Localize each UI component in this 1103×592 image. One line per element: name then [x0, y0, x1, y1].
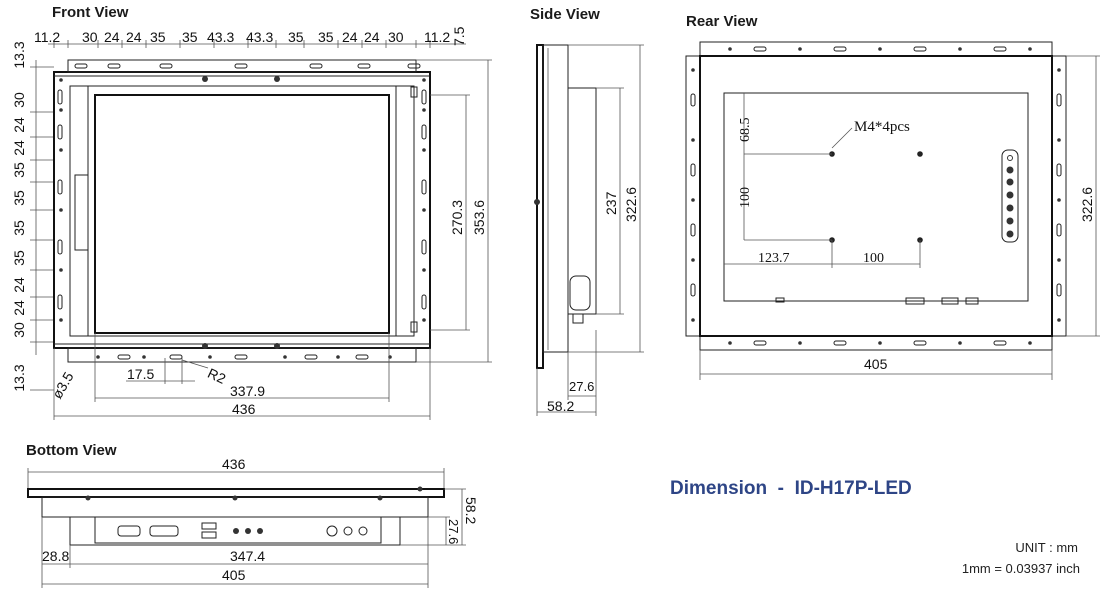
side-vent: [569, 275, 591, 311]
bottom-io-panel: [94, 516, 382, 544]
rear-left-offset: 123.7: [758, 251, 790, 266]
rear-bottom-flange: [699, 335, 1053, 351]
rear-left-flange: [685, 55, 701, 337]
rear-mounting-slots: [690, 46, 1062, 346]
front-height-outer: 353.6: [471, 200, 487, 235]
front-mounting-slots: [57, 63, 427, 360]
rear-right-flange: [1051, 55, 1067, 337]
bottom-width-outer: 436: [222, 456, 246, 472]
rear-cover: [723, 92, 1029, 302]
front-width-inner: 337.9: [230, 383, 265, 399]
side-rear-box: [567, 87, 597, 315]
front-top-dim-13: 11.2: [424, 29, 450, 45]
front-top-dim-1: 30: [82, 29, 98, 45]
rear-vesa-vertical: 100: [738, 187, 753, 208]
front-view-title: Front View: [52, 4, 129, 21]
front-left-dim-1: 30: [11, 92, 27, 108]
bottom-view-title: Bottom View: [26, 442, 117, 459]
side-height-inner: 237: [603, 191, 619, 215]
front-top-dim-5: 35: [182, 29, 198, 45]
front-height-dims: 270.3 353.6: [416, 59, 492, 363]
front-top-dim-8: 35: [288, 29, 304, 45]
front-view: Front View 11.2 30 24 24 35 35 43.3 43.3 35 35 24 2…: [11, 4, 492, 420]
rear-osd-keypad: [1001, 149, 1019, 243]
rear-vesa-holes: [829, 151, 923, 243]
front-left-dim-8: 24: [11, 277, 27, 293]
front-top-dim-4: 35: [150, 29, 166, 45]
bottom-offset: 28.8: [42, 548, 69, 564]
front-left-dim-9: 24: [11, 300, 27, 316]
bottom-power-jack: [326, 525, 338, 537]
front-left-dim-6: 35: [11, 220, 27, 236]
front-slot-radius: R2: [205, 365, 228, 387]
front-left-dim-11: 13.3: [11, 364, 27, 391]
front-top-dim-6: 43.3: [207, 29, 234, 45]
front-top-dimension-chain: 11.2 30 24 24 35 35 43.3 43.3 35 35 24 24 30 11.2 7.5: [34, 26, 467, 48]
front-top-dim-11: 24: [364, 29, 380, 45]
front-hole-dia: ø3.5: [49, 369, 77, 401]
front-left-dim-4: 35: [11, 162, 27, 178]
rear-top-flange: [699, 41, 1053, 57]
bottom-dvi-port: [149, 525, 179, 537]
side-chassis: [542, 44, 569, 353]
side-height-outer: 322.6: [623, 187, 639, 222]
bottom-width-rear: 405: [222, 567, 246, 583]
front-width-outer: 436: [232, 401, 256, 417]
bottom-view: Bottom View 436 58.2 27.6: [26, 442, 479, 588]
front-bottom-dims: ø3.5 17.5 R2 337.9 436: [49, 333, 431, 420]
front-top-dim-10: 24: [342, 29, 358, 45]
front-top-dim-7: 43.3: [246, 29, 273, 45]
bottom-vga-port: [117, 525, 141, 537]
rear-top-offset: 68.5: [738, 118, 753, 143]
front-left-dim-5: 35: [11, 190, 27, 206]
front-top-dim-12: 30: [388, 29, 404, 45]
front-top-flange: [67, 59, 417, 73]
front-top-dim-2: 24: [104, 29, 120, 45]
unit-label: UNIT : mm: [1015, 540, 1078, 555]
side-view-title: Side View: [530, 6, 600, 23]
front-top-dim-3: 24: [126, 29, 142, 45]
rear-width: 405: [864, 356, 888, 372]
bottom-depth-rear: 27.6: [446, 519, 461, 544]
front-lcd-panel: [94, 94, 390, 334]
drawing-title: Dimension - ID-H17P-LED: [670, 478, 912, 499]
rear-screw-note: M4*4pcs: [854, 119, 910, 135]
front-left-dim-0: 13.3: [11, 41, 27, 68]
front-top-dim-0: 11.2: [34, 29, 60, 45]
front-left-dim-2: 24: [11, 117, 27, 133]
side-depth-rear: 27.6: [569, 379, 594, 394]
bottom-depth-total: 58.2: [463, 497, 479, 524]
front-top-dim-9: 35: [318, 29, 334, 45]
rear-view-title: Rear View: [686, 13, 758, 30]
front-left-dimension-chain: 13.3 30 24 24 35 35 35 35 24 24 30 13.3: [11, 41, 54, 392]
bottom-width-mid: 347.4: [230, 548, 265, 564]
unit-conversion: 1mm = 0.03937 inch: [962, 561, 1080, 576]
side-view: Side View 237 322.6 27.6 58.2: [530, 6, 644, 416]
front-left-dim-3: 24: [11, 140, 27, 156]
front-bezel: [53, 71, 431, 349]
front-bottom-flange: [67, 347, 417, 363]
front-screws: [202, 76, 280, 349]
front-slot-width: 17.5: [127, 366, 154, 382]
front-left-dim-7: 35: [11, 250, 27, 266]
rear-height: 322.6: [1079, 187, 1095, 222]
front-height-inner: 270.3: [449, 200, 465, 235]
rear-osd-buttons: [1006, 155, 1014, 238]
rear-chassis: [699, 55, 1053, 337]
rear-view: Rear View M4*4pcs: [685, 13, 1100, 380]
front-screen-frame: [87, 85, 397, 337]
side-bezel: [536, 44, 544, 369]
side-depth-total: 58.2: [547, 398, 574, 414]
rear-vesa-horizontal: 100: [863, 251, 884, 266]
front-top-right-dim: 7.5: [451, 26, 467, 46]
front-left-dim-10: 30: [11, 322, 27, 338]
